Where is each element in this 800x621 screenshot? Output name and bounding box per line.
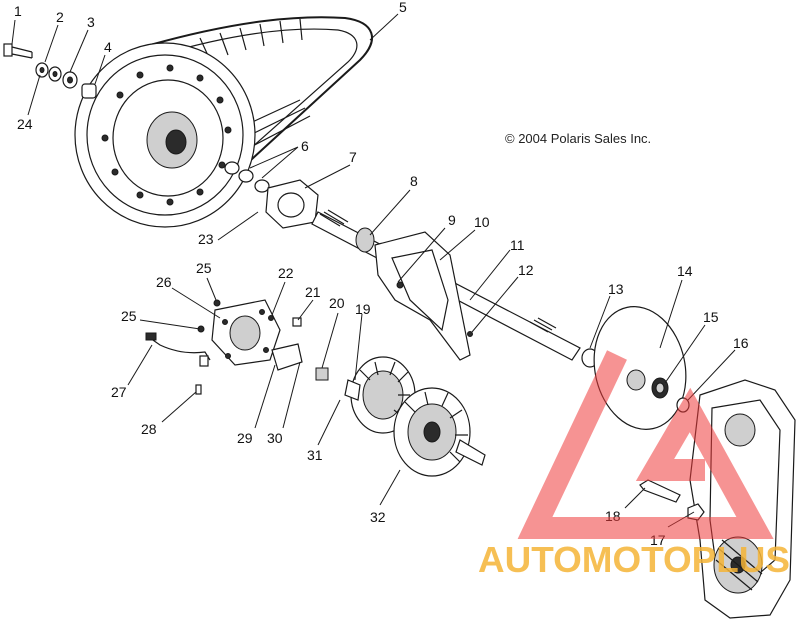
sensor-wire (145, 332, 211, 367)
chaincase-bracket (374, 231, 473, 361)
watermark-triangle-icon (517, 350, 774, 539)
callout-20: 20 (329, 295, 345, 311)
fasteners-small (195, 299, 329, 395)
callout-31: 31 (307, 447, 323, 463)
clutch-sheave (74, 42, 256, 228)
callout-12: 12 (518, 262, 534, 278)
callout-32: 32 (370, 509, 386, 525)
bearing-plate (265, 179, 319, 229)
callout-19: 19 (355, 301, 371, 317)
bolt-18 (639, 479, 681, 503)
callout-10: 10 (474, 214, 490, 230)
callout-22: 22 (278, 265, 294, 281)
callout-6: 6 (301, 138, 309, 154)
callout-28: 28 (141, 421, 157, 437)
callout-21: 21 (305, 284, 321, 300)
callout-14: 14 (677, 263, 693, 279)
callout-24: 24 (17, 116, 33, 132)
callout-1: 1 (14, 3, 22, 19)
callout-7: 7 (349, 149, 357, 165)
watermark-text: AUTOMOTOPLUS (478, 539, 790, 580)
callout-27: 27 (111, 384, 127, 400)
callout-15: 15 (703, 309, 719, 325)
callout-2: 2 (56, 9, 64, 25)
nut-17 (687, 503, 705, 521)
callout-11: 11 (510, 237, 525, 253)
copyright-text: © 2004 Polaris Sales Inc. (505, 131, 651, 146)
callout-25-upper: 25 (196, 260, 212, 276)
callout-9: 9 (448, 212, 456, 228)
callout-5: 5 (399, 0, 407, 15)
bolt-and-washers (3, 43, 97, 99)
callout-3: 3 (87, 14, 95, 30)
small-bracket (271, 343, 303, 371)
callout-23: 23 (198, 231, 214, 247)
washers (224, 161, 270, 193)
callout-4: 4 (104, 39, 112, 55)
hub-plate (211, 299, 281, 366)
sprocket-gear-32 (344, 379, 486, 477)
callout-29: 29 (237, 430, 253, 446)
callout-8: 8 (410, 173, 418, 189)
watermark-logo: AUTOMOTOPLUS (478, 350, 790, 580)
callout-30: 30 (267, 430, 283, 446)
callout-16: 16 (733, 335, 749, 351)
callout-25-lower: 25 (121, 308, 137, 324)
callout-26: 26 (156, 274, 172, 290)
leader-lines (11, 13, 736, 528)
callout-13: 13 (608, 281, 624, 297)
